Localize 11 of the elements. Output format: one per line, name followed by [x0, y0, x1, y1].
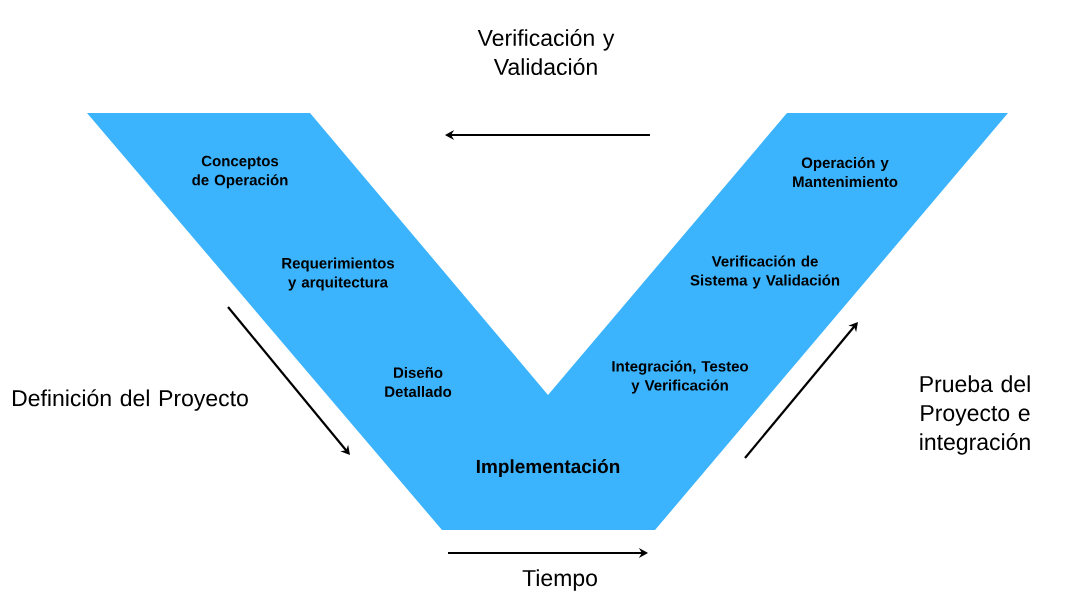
stage-label: Requerimientos y arquitectura [282, 257, 395, 291]
label: Prueba del Proyecto e integración [920, 375, 1030, 455]
stage-label: Verificación de Sistema y Validación [690, 255, 840, 289]
stage-label: Integración, Testeo y Verificación [612, 360, 749, 394]
stage-label: Operación y Mantenimiento [793, 156, 898, 188]
stage-label: Implementación [476, 459, 620, 477]
label: Definición del Proyecto [13, 389, 248, 411]
stage-label: Diseño Detallado [385, 367, 452, 397]
stage-label: Conceptos de Operación [192, 155, 288, 189]
label: Verificación y Validación [477, 28, 615, 76]
label: Tiempo [522, 569, 597, 591]
